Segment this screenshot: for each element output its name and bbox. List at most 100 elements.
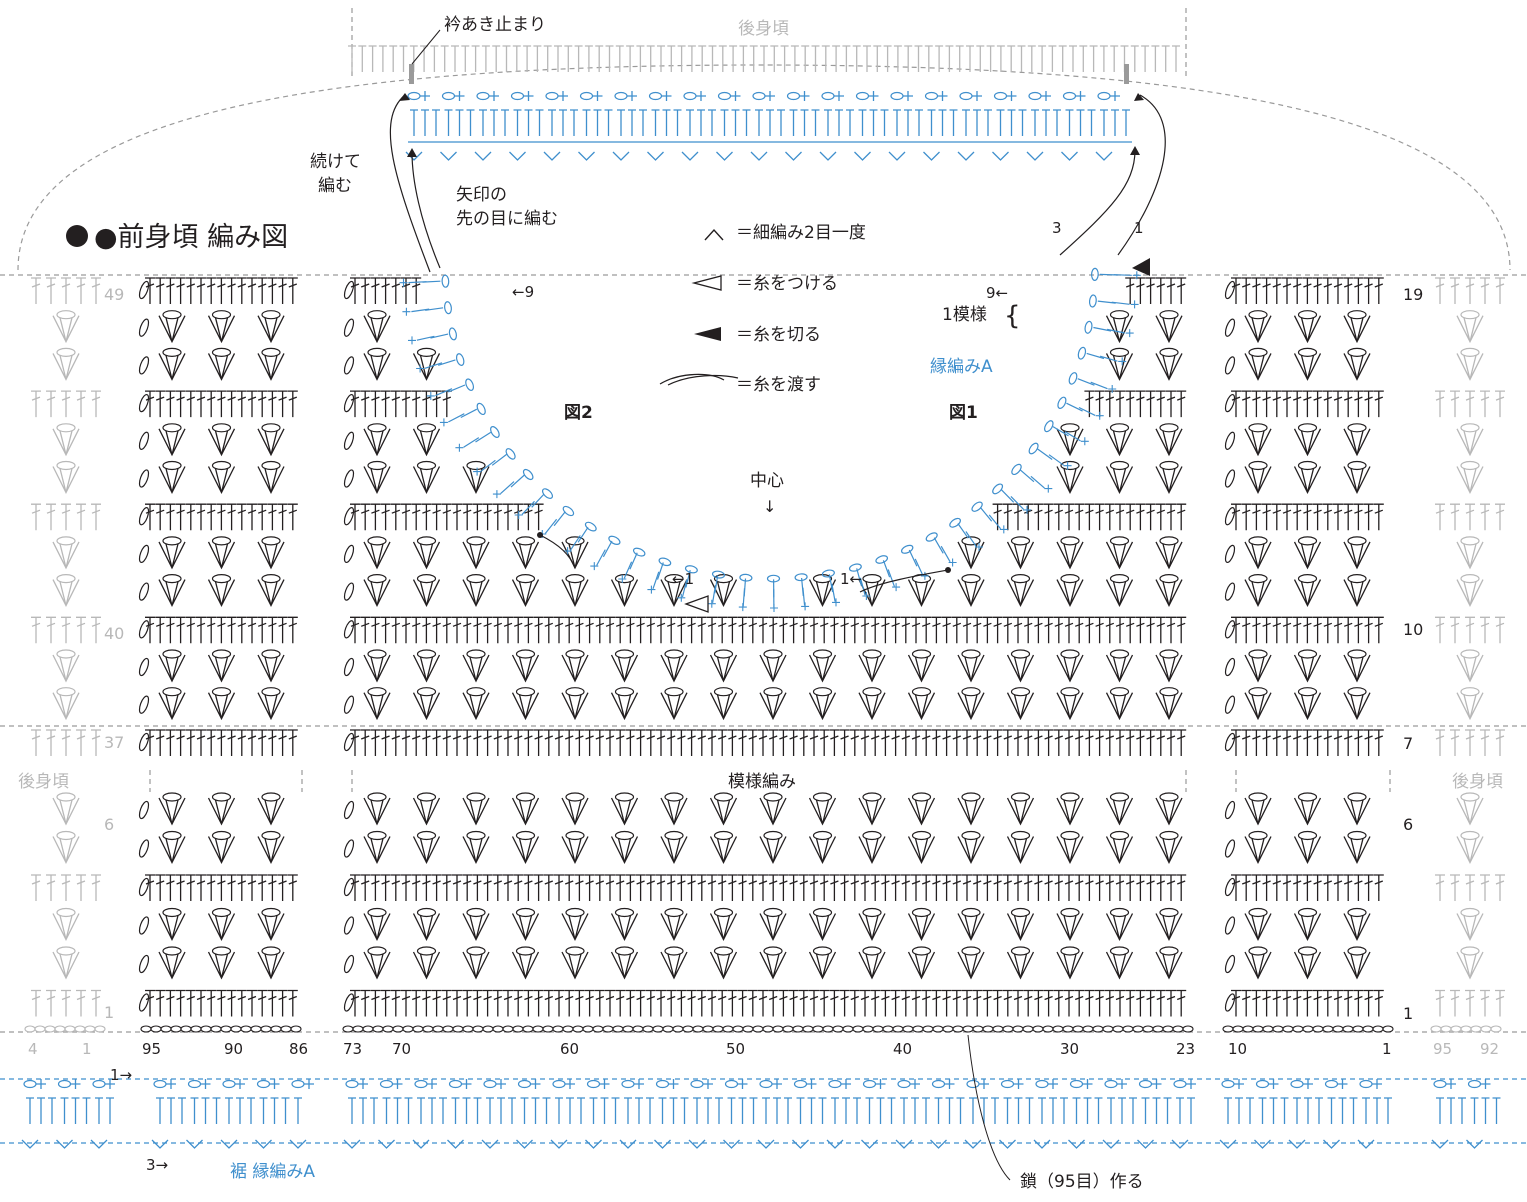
- stitch-neck-sc: [439, 418, 448, 427]
- stitch-edging-v: [957, 151, 975, 161]
- stitch-chain: [54, 1025, 66, 1033]
- stitch-dc: [1104, 390, 1115, 418]
- stitch-dc: [267, 503, 278, 531]
- stitch-fan: [957, 951, 985, 980]
- edging-a-label: 縁編みA: [930, 357, 993, 377]
- stitch-dc: [472, 989, 483, 1017]
- stitch-dc: [360, 277, 371, 304]
- stitch-dc: [1135, 989, 1146, 1017]
- stitch-fan: [1056, 692, 1084, 721]
- stitch-hem-dc: [865, 1097, 874, 1124]
- stitch-fan: [1456, 315, 1484, 344]
- stitch-fan: [1105, 428, 1134, 457]
- stitch-hem-dc: [1187, 1097, 1195, 1124]
- stitch-chain-arc: [1060, 687, 1080, 697]
- stitch-chain-arc: [911, 649, 932, 659]
- stitch-dc: [1251, 729, 1262, 756]
- stitch-chain: [692, 1025, 704, 1033]
- stitch-hem-dc: [1083, 1097, 1092, 1124]
- stitch-dc: [350, 503, 360, 531]
- stitch-fan: [1006, 579, 1035, 608]
- stitch-dc: [267, 874, 278, 901]
- stitch-dc: [411, 503, 422, 531]
- stitch-chain: [220, 1025, 232, 1033]
- stitch-dc: [1333, 874, 1343, 901]
- stitch-dc: [523, 874, 534, 901]
- stitch-dc: [482, 729, 493, 756]
- stitch-chain: [1182, 1025, 1194, 1033]
- stitch-dc: [809, 989, 819, 1017]
- stitch-dc: [196, 729, 206, 756]
- stitch-neck-picot: [711, 570, 726, 579]
- stitch-turning-chain: [1224, 916, 1236, 935]
- stitch-hem-dc: [566, 1097, 574, 1124]
- stitch-chain-arc: [211, 310, 232, 320]
- stitch-dc: [1241, 277, 1252, 304]
- stitch-fan: [808, 579, 837, 608]
- stitch-dc: [277, 390, 288, 418]
- stitch-chain-arc: [1297, 792, 1318, 802]
- stitch-dc: [257, 503, 268, 531]
- stitch-neck-picot: [1088, 294, 1097, 308]
- stitch-hem-sc: [1082, 1079, 1093, 1089]
- stitch-fan: [610, 951, 639, 980]
- stitch-sc: [937, 91, 948, 101]
- stitch-picot: [614, 91, 628, 101]
- stitch-turning-chain: [1224, 695, 1236, 714]
- stitch-chain-arc: [1297, 536, 1318, 546]
- stitch-dc: [1241, 503, 1252, 531]
- stitch-dc: [1094, 616, 1105, 644]
- stitch-num-40: 40: [893, 1040, 912, 1058]
- stitch-dc: [992, 729, 1003, 756]
- stitch-sc: [972, 91, 982, 101]
- stitch-fan: [412, 951, 441, 980]
- stitch-chain: [342, 1025, 354, 1033]
- stitch-dc: [1002, 989, 1013, 1017]
- one-repeat-label: 1模様: [942, 305, 987, 325]
- stitch-chain: [1142, 1025, 1154, 1033]
- stitch-picot: [441, 91, 456, 101]
- stitch-neck-sc: [647, 585, 656, 594]
- stitch-edging-dc: [593, 109, 602, 136]
- stitch-dc: [196, 390, 206, 418]
- stitch-dc: [1053, 874, 1064, 901]
- stitch-dc: [1282, 729, 1292, 756]
- stitch-hem-dc: [1049, 1097, 1057, 1124]
- stitch-chain: [442, 1025, 454, 1033]
- stitch-hem-dc: [693, 1097, 701, 1124]
- stitch-dc: [370, 390, 381, 418]
- stitch-fan: [858, 913, 886, 941]
- stitch-dc: [257, 874, 268, 901]
- stitch-chain-arc: [261, 792, 281, 802]
- stitch-dc: [76, 989, 86, 1017]
- stitch-fan: [808, 836, 837, 864]
- stitch-dc: [287, 390, 298, 418]
- stitch-fan: [363, 836, 391, 864]
- stitch-hem-picot: [222, 1079, 236, 1089]
- stitch-hem-picot: [828, 1079, 842, 1089]
- stitch-dc: [1043, 503, 1054, 531]
- stitch-dc: [492, 616, 503, 644]
- stitch-fan: [363, 466, 391, 494]
- stitch-chain-arc: [162, 830, 182, 841]
- stitch-fan: [1456, 428, 1484, 457]
- stitch-dc: [1465, 989, 1475, 1017]
- back-body-top-stitches: [348, 45, 1180, 72]
- stitch-chain-arc: [614, 792, 635, 802]
- stitch-hem-dc: [404, 1097, 413, 1124]
- stitch-dc: [605, 616, 615, 644]
- stitch-dc: [849, 874, 860, 901]
- stitch-chain: [180, 1025, 192, 1033]
- stitch-chain-arc: [1460, 946, 1480, 956]
- stitch-fan: [412, 913, 441, 941]
- stitch-fan: [1343, 315, 1371, 344]
- stitch-dc: [360, 729, 371, 756]
- stitch-chain: [170, 1025, 182, 1033]
- stitch-back-top: [873, 45, 882, 72]
- stitch-hem-dc: [762, 1097, 770, 1124]
- stitch-neck-picot: [949, 517, 961, 528]
- stitch-chain-arc: [961, 573, 981, 584]
- stitch-chain-arc: [367, 347, 387, 357]
- stitch-neck-sc: [492, 490, 501, 499]
- stitch-neck-dc: [988, 514, 1002, 530]
